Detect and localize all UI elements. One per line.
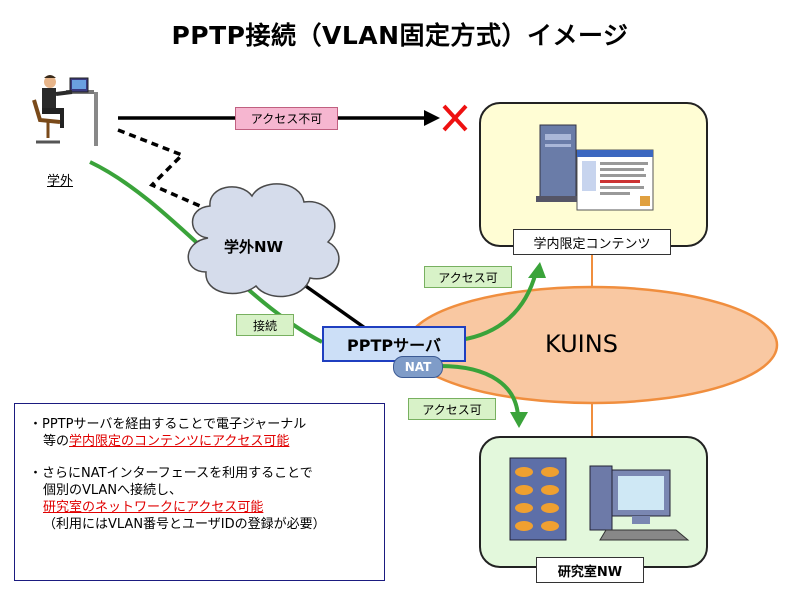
access-contents-arrow <box>459 271 538 342</box>
cloud-label: 学外NW <box>224 238 284 256</box>
storage-server-icon <box>509 457 567 541</box>
note-line: 個別のVLANへ接続し、 <box>43 483 183 498</box>
access-contents-arrowhead <box>528 262 546 278</box>
note-line: ・さらにNATインターフェースを利用することで <box>29 466 313 481</box>
access-lab-arrow <box>439 364 520 417</box>
note-text: 等の <box>43 434 70 449</box>
kuins-label: KUINS <box>545 330 618 358</box>
notes-box: ・PPTPサーバを経由することで電子ジャーナル 等の学内限定のコンテンツにアクセ… <box>14 403 385 581</box>
lab-network-label: 研究室NW <box>536 557 644 583</box>
note-highlight: 研究室のネットワークにアクセス可能 <box>43 500 264 515</box>
cloud-icon <box>187 183 340 298</box>
access-lab-arrowhead <box>510 412 528 428</box>
desktop-pc-icon <box>589 465 690 541</box>
nat-badge: NAT <box>393 356 443 378</box>
contents-label: 学内限定コンテンツ <box>513 229 671 255</box>
deny-cross-icon <box>442 104 468 132</box>
access-denied-arrowhead <box>424 110 440 126</box>
page-title: PPTP接続（VLAN固定方式）イメージ <box>171 21 629 50</box>
link-cloud-pptp <box>298 280 367 330</box>
note-line: （利用にはVLAN番号とユーザIDの登録が必要） <box>43 517 326 532</box>
web-server-icon <box>536 124 580 202</box>
access-lab-label: アクセス可 <box>408 398 496 420</box>
pptp-server-box: PPTPサーバ <box>322 326 466 362</box>
dashed-link-user-cloud <box>117 128 233 222</box>
note-line: 等の学内限定のコンテンツにアクセス可能 <box>29 433 374 450</box>
web-page-icon <box>576 149 654 211</box>
access-contents-label: アクセス可 <box>424 266 512 288</box>
access-denied-label: アクセス不可 <box>235 107 338 130</box>
note-highlight: 学内限定のコンテンツにアクセス可能 <box>69 434 290 449</box>
note-line: ・PPTPサーバを経由することで電子ジャーナル <box>29 417 307 432</box>
user-at-desk-icon <box>32 75 98 146</box>
connect-label: 接続 <box>236 314 294 336</box>
user-location-label: 学外 <box>47 174 74 189</box>
